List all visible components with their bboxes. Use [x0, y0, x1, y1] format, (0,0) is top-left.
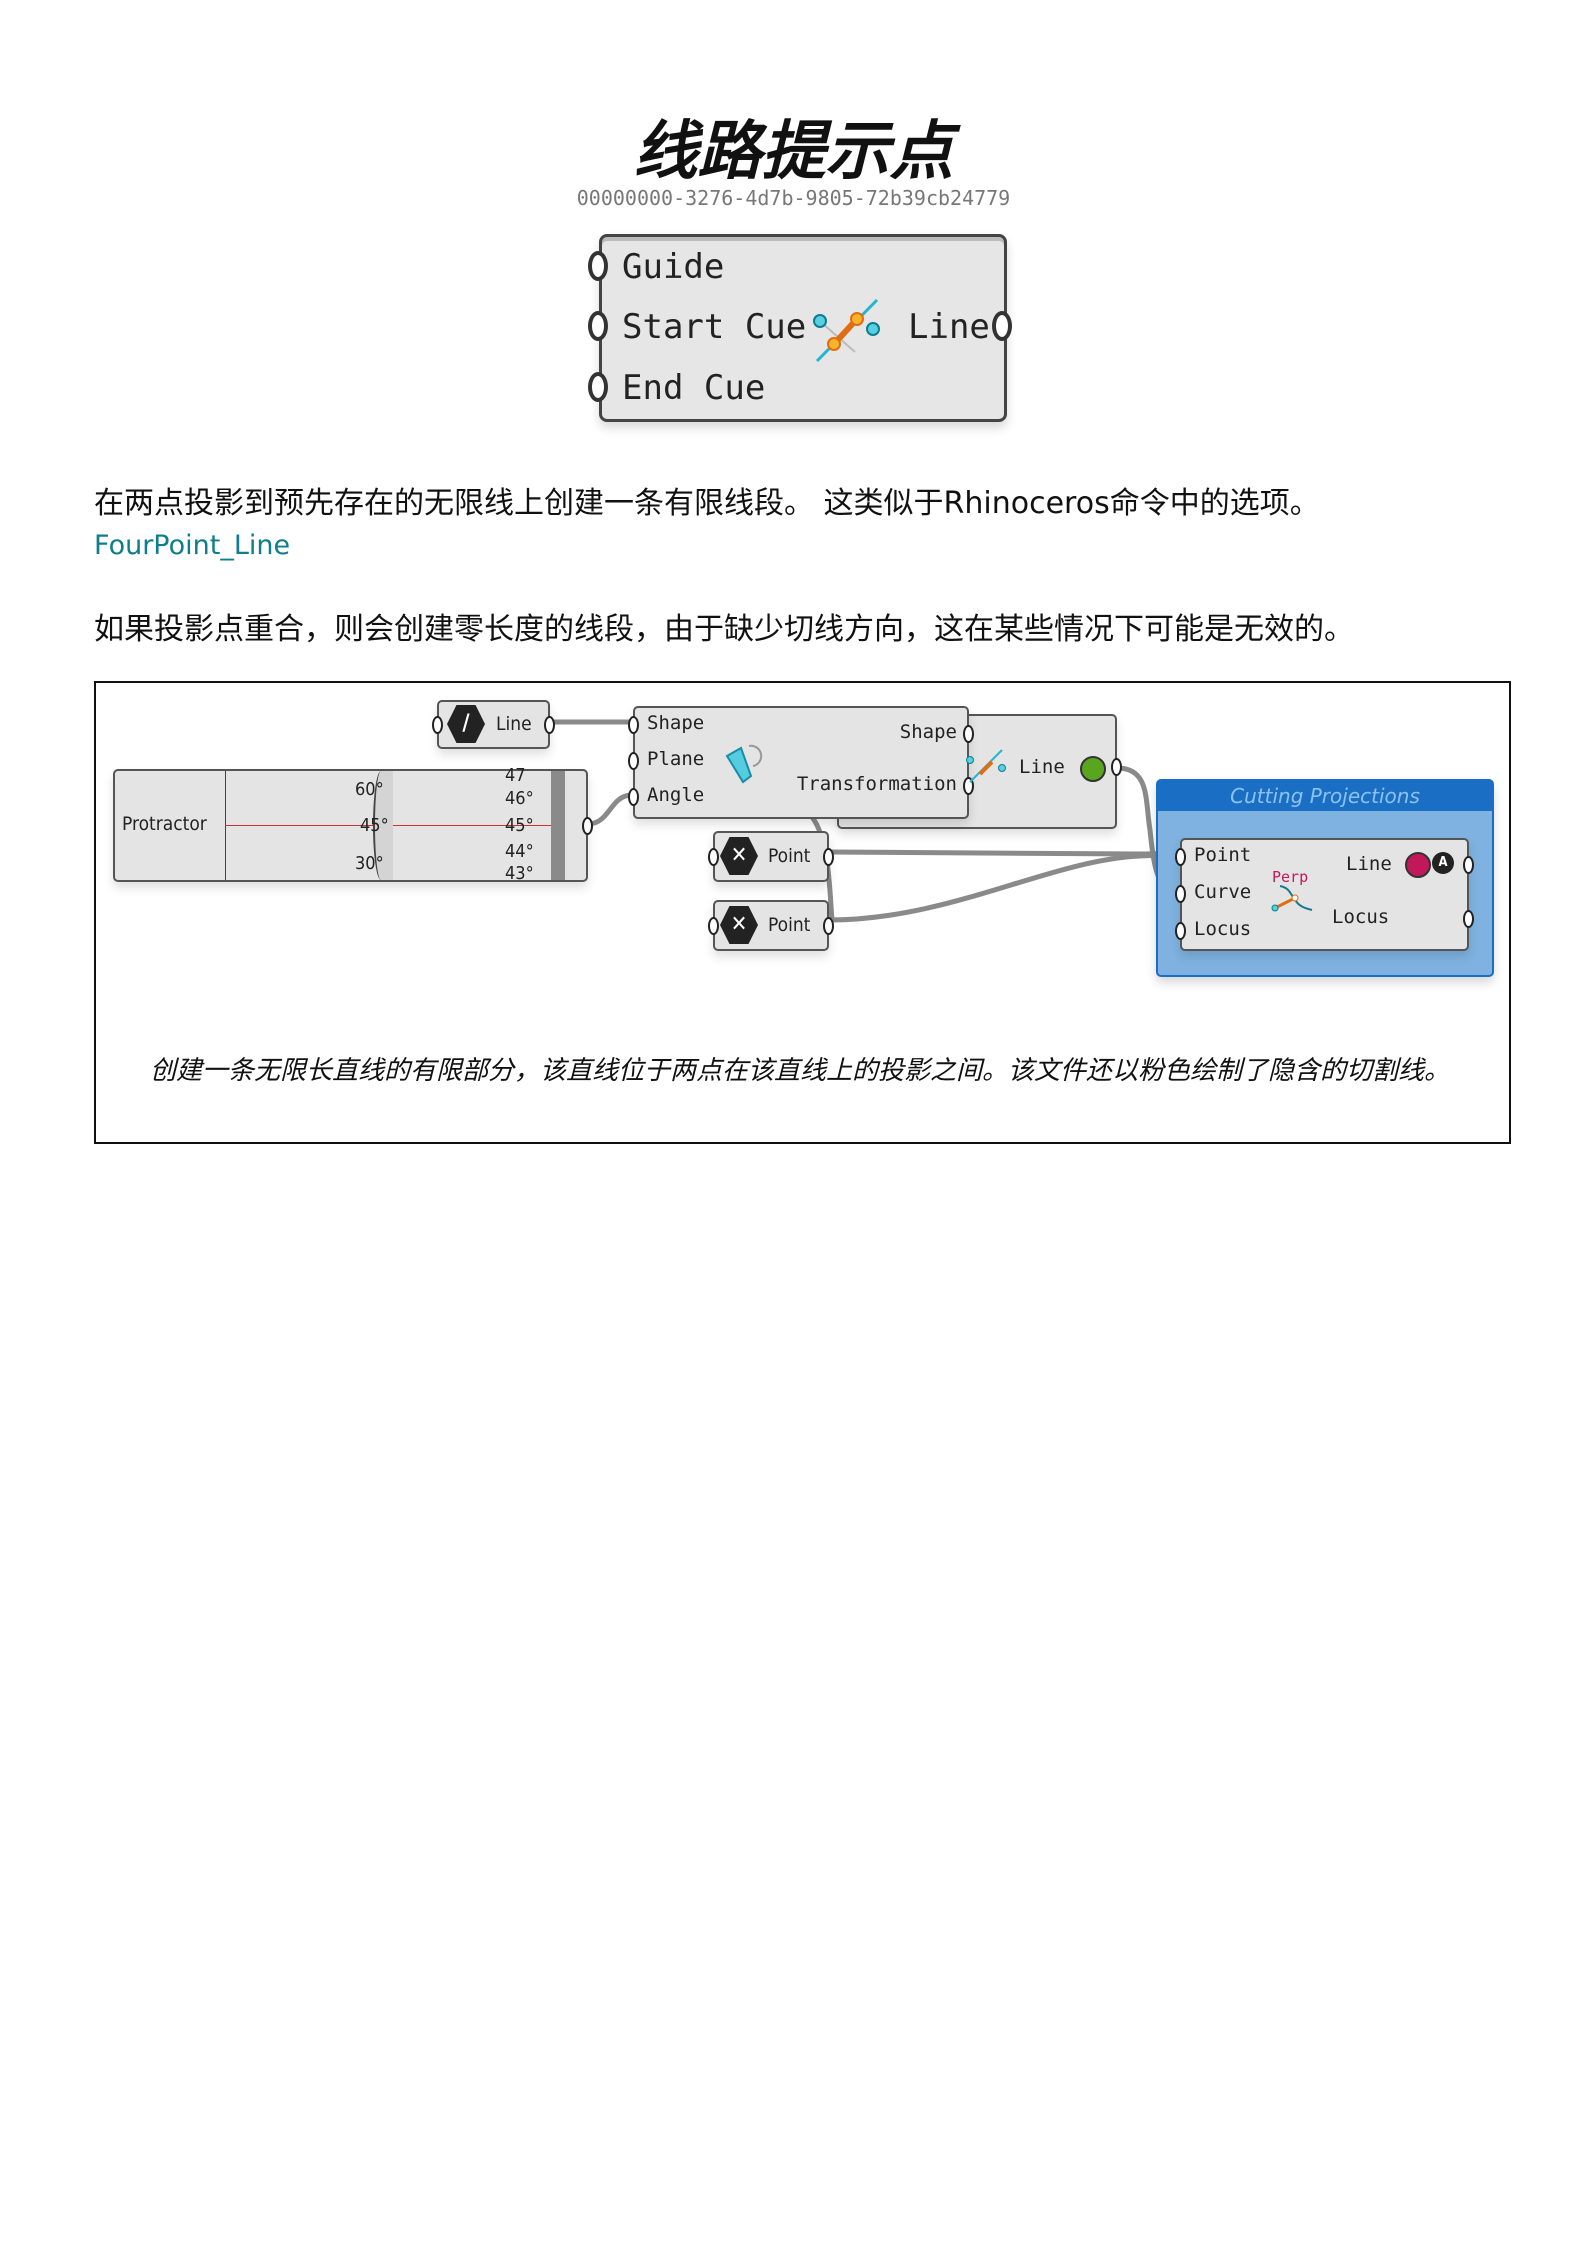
wires — [550, 719, 1181, 923]
output-locus: Locus — [1332, 906, 1390, 928]
figure-caption: 创建一条无限长直线的有限部分，该直线位于两点在该直线上的投影之间。该文件还以粉色… — [149, 1056, 1450, 1086]
tick-label: 47 — [505, 765, 526, 786]
perp-icon-label: Perp — [1272, 868, 1309, 886]
perp-icon — [1271, 885, 1313, 912]
preview-dot-pink — [1405, 852, 1431, 878]
line-out-label: Line — [1019, 756, 1065, 778]
input-plane: Plane — [647, 748, 705, 770]
line-param-label: Line — [496, 713, 532, 735]
point-label: Point — [768, 845, 811, 867]
tick-label: 30° — [355, 853, 384, 874]
output-line: Line — [1346, 853, 1392, 875]
line-cue-icon — [813, 298, 880, 363]
input-start-cue: Start Cue — [622, 307, 807, 347]
point-param-node-1[interactable]: ✕ Point — [708, 831, 834, 882]
output-port — [544, 716, 555, 734]
point-icon: ✕ — [720, 837, 758, 875]
input-curve: Curve — [1194, 881, 1252, 903]
point-label: Point — [768, 914, 811, 936]
tick-label: 46° — [505, 788, 534, 809]
input-point: Point — [1194, 844, 1252, 866]
component-guid: 00000000-3276-4d7b-9805-72b39cb24779 — [576, 186, 1011, 210]
tick-label: 45° — [505, 815, 534, 836]
tick-label: 43° — [505, 863, 534, 880]
description: 在两点投影到预先存在的无限线上创建一条有限线段。 这类似于Rhinoceros命… — [94, 486, 1320, 521]
output-line: Line — [908, 307, 990, 347]
protractor-label: Protractor — [122, 813, 207, 835]
tick-label: 60° — [355, 779, 384, 800]
rotate-icon — [725, 744, 763, 784]
component-diagram: Guide Start Cue End Cue Line — [588, 234, 1012, 422]
input-shape: Shape — [647, 712, 705, 734]
example-figure — [94, 681, 1511, 1144]
tick-label: 44° — [505, 841, 534, 862]
line-cue-icon — [966, 749, 1006, 783]
input-end-cue: End Cue — [622, 368, 766, 408]
output-transformation: Transformation — [796, 773, 957, 795]
transform-node[interactable]: Shape Plane Angle Shape Transformation — [628, 706, 974, 819]
line-param-node[interactable]: / Line — [432, 700, 555, 749]
group-title: Cutting Projections — [1158, 781, 1492, 811]
output-port — [992, 311, 1012, 341]
input-port — [588, 251, 608, 281]
input-angle: Angle — [647, 784, 705, 806]
input-guide: Guide — [622, 247, 725, 287]
input-locus: Locus — [1194, 918, 1252, 940]
preview-dot-green — [1080, 756, 1106, 782]
input-port — [588, 372, 608, 402]
input-port — [588, 311, 608, 341]
tick-label: 45° — [360, 815, 389, 836]
input-port — [432, 716, 443, 734]
auto-icon: A — [1432, 852, 1454, 874]
page-title: 线路提示点 — [633, 115, 954, 189]
fourpoint-line-link[interactable]: FourPoint_Line — [94, 530, 291, 561]
perp-node[interactable]: Point Curve Locus Line Locus A Perp — [1175, 838, 1474, 951]
output-port — [582, 817, 593, 835]
point-param-node-2[interactable]: ✕ Point — [708, 900, 834, 951]
protractor-slider[interactable]: Protractor 60° 45° 30° 47 46° 45° 44° 43… — [113, 765, 593, 882]
output-shape: Shape — [899, 721, 957, 743]
line-icon: / — [447, 705, 485, 743]
note: 如果投影点重合，则会创建零长度的线段，由于缺少切线方向，这在某些情况下可能是无效… — [94, 612, 1354, 647]
output-port — [1111, 758, 1122, 776]
point-icon: ✕ — [720, 906, 758, 944]
